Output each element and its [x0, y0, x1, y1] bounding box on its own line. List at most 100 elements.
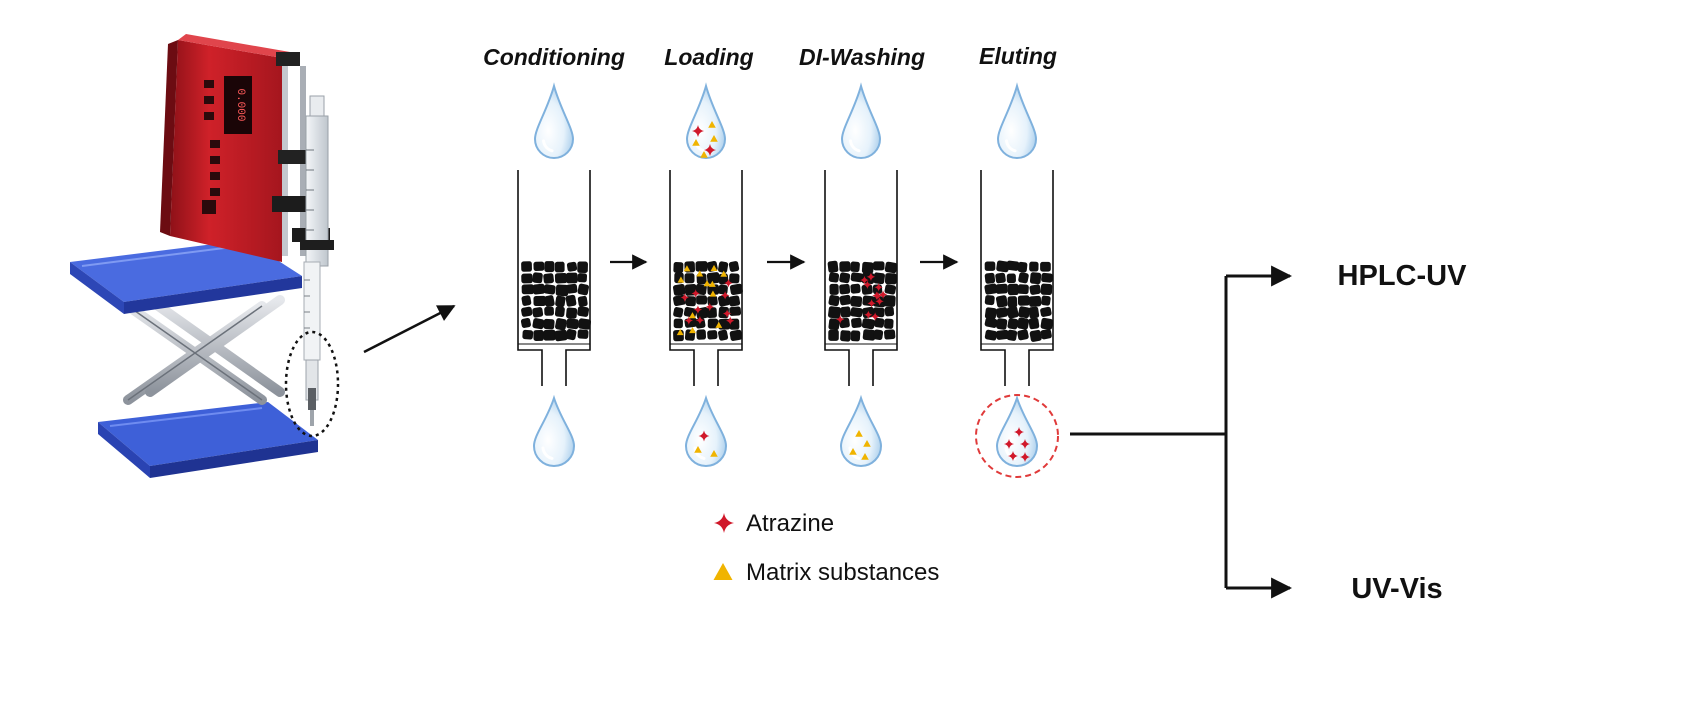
matrix-triangle-icon [708, 280, 716, 287]
eluate-highlight-circle [975, 394, 1059, 478]
column-wall-right [1028, 170, 1054, 386]
top-drop-2 [685, 82, 727, 159]
spe-columns [517, 170, 1054, 386]
legend-atrazine-label: Atrazine [746, 510, 834, 537]
drop-icon [839, 394, 883, 467]
bottom-drop-4 [995, 394, 1039, 467]
atrazine-star-icon [835, 315, 845, 324]
atrazine-star-icon [692, 125, 704, 137]
drop-highlight [693, 446, 706, 460]
top-drop-4 [996, 82, 1038, 159]
matrix-triangle-icon [683, 265, 691, 272]
matrix-triangle-icon [713, 563, 733, 580]
drop-icon [532, 394, 576, 467]
drop-icon [840, 82, 882, 159]
legend-matrix-label: Matrix substances [746, 559, 939, 586]
step-label-conditioning: Conditioning [483, 44, 625, 70]
atrazine-star-icon [680, 293, 689, 302]
atrazine-star-icon [875, 297, 884, 306]
pump-display-reading: 0.000 [234, 88, 246, 121]
matrix-triangle-icon [677, 276, 685, 283]
output-uv-vis: UV-Vis [1351, 573, 1442, 605]
matrix-triangle-icon [715, 321, 723, 328]
matrix-triangle-icon [720, 270, 728, 277]
atrazine-star-icon [1008, 451, 1018, 461]
matrix-triangle-icon [855, 430, 863, 437]
atrazine-star-icon [860, 275, 869, 285]
drop-icon [685, 82, 727, 159]
sorbent-bed [827, 260, 898, 342]
atrazine-star-icon [684, 316, 694, 325]
atrazine-star-icon [873, 291, 883, 301]
atrazine-star-icon [691, 289, 700, 298]
atrazine-star-icon [726, 316, 735, 325]
atrazine-star-icon [863, 280, 872, 289]
bottom-drop-2 [684, 394, 728, 467]
drop-icon [533, 82, 575, 159]
column-wall-right [565, 170, 591, 386]
drop-highlight [1005, 139, 1017, 153]
spe-column-1 [517, 170, 592, 386]
spe-column-2 [669, 170, 743, 386]
bottom-drop-1 [532, 394, 576, 467]
atrazine-star-icon [720, 291, 730, 300]
matrix-triangle-icon [709, 290, 717, 297]
top-drop-1 [533, 82, 575, 159]
matrix-triangle-icon [849, 448, 857, 455]
top-drops [533, 82, 1038, 159]
legend: Atrazine Matrix substances [713, 510, 939, 586]
column-wall-left [824, 170, 850, 386]
atrazine-star-icon [864, 310, 873, 319]
lab-jack-scissor [123, 295, 289, 405]
matrix-triangle-icon [692, 139, 700, 146]
syringe-pump-device: 0.000 [70, 34, 340, 478]
atrazine-star-icon [867, 299, 876, 308]
atrazine-star-icon [878, 290, 888, 299]
matrix-triangle-icon [861, 453, 869, 460]
matrix-triangle-icon [694, 446, 702, 453]
sorbent-bed [520, 260, 592, 342]
drop-highlight [542, 139, 554, 153]
bottom-drop-3 [839, 394, 883, 467]
atrazine-star-icon [1014, 427, 1024, 437]
column-wall-left [669, 170, 695, 386]
atrazine-star-icon [695, 315, 705, 325]
column-wall-left [980, 170, 1006, 386]
sorbent-bed [983, 260, 1054, 342]
matrix-triangle-icon [710, 450, 718, 457]
top-drop-3 [840, 82, 882, 159]
spe-column-4 [980, 170, 1054, 386]
atrazine-star-icon [705, 302, 714, 312]
column-wall-left [517, 170, 543, 386]
atrazine-star-icon [722, 309, 732, 318]
lab-jack-top [70, 240, 302, 314]
sorbent-bed [672, 260, 743, 342]
column-wall-right [717, 170, 743, 386]
pump-buttons [202, 80, 220, 214]
atrazine-star-icon [714, 513, 734, 533]
column-wall-right [872, 170, 898, 386]
drop-icon [684, 394, 728, 467]
cartridge-highlight [284, 330, 340, 438]
atrazine-star-icon [724, 278, 733, 288]
atrazine-star-icon [1020, 452, 1030, 462]
bottom-drops [532, 394, 1039, 467]
atrazine-icon [714, 513, 734, 533]
atrazine-star-icon [866, 272, 876, 282]
atrazine-star-icon [874, 283, 883, 292]
atrazine-star-icon [1004, 439, 1014, 449]
atrazine-star-icon [704, 144, 716, 156]
drop-highlight [849, 139, 861, 153]
device-to-process-arrow [363, 304, 456, 354]
step-label-loading: Loading [664, 44, 753, 70]
drop-icon [996, 82, 1038, 159]
pump-display [224, 76, 252, 134]
output-hplc-uv: HPLC-UV [1338, 260, 1468, 292]
matrix-triangle-icon [689, 327, 696, 334]
atrazine-star-icon [698, 430, 710, 442]
step-label-di-washing: DI-Washing [799, 44, 925, 70]
matrix-triangle-icon [863, 440, 871, 447]
matrix-triangle-icon [713, 563, 733, 580]
